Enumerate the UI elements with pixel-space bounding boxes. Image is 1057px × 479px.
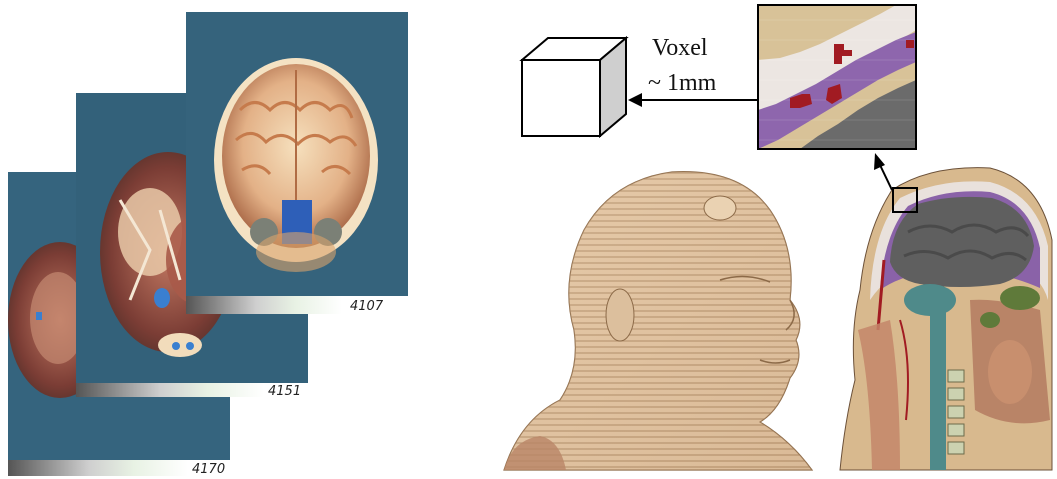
voxel-zoom-inset [758, 5, 916, 149]
slice-label-4151: 4151 [268, 384, 301, 399]
segmented-head-model [840, 168, 1052, 470]
slice-label-4170: 4170 [192, 462, 225, 477]
zoom-arrow-icon [874, 153, 892, 190]
voxel-cube-icon [522, 38, 626, 136]
head-surface-model [504, 172, 812, 470]
slice-label-4107: 4107 [350, 299, 384, 314]
voxel-title: Voxel [652, 35, 708, 61]
cryosection-slice-4107: 4107 [186, 12, 408, 314]
voxel-size: ~ 1mm [648, 70, 717, 96]
